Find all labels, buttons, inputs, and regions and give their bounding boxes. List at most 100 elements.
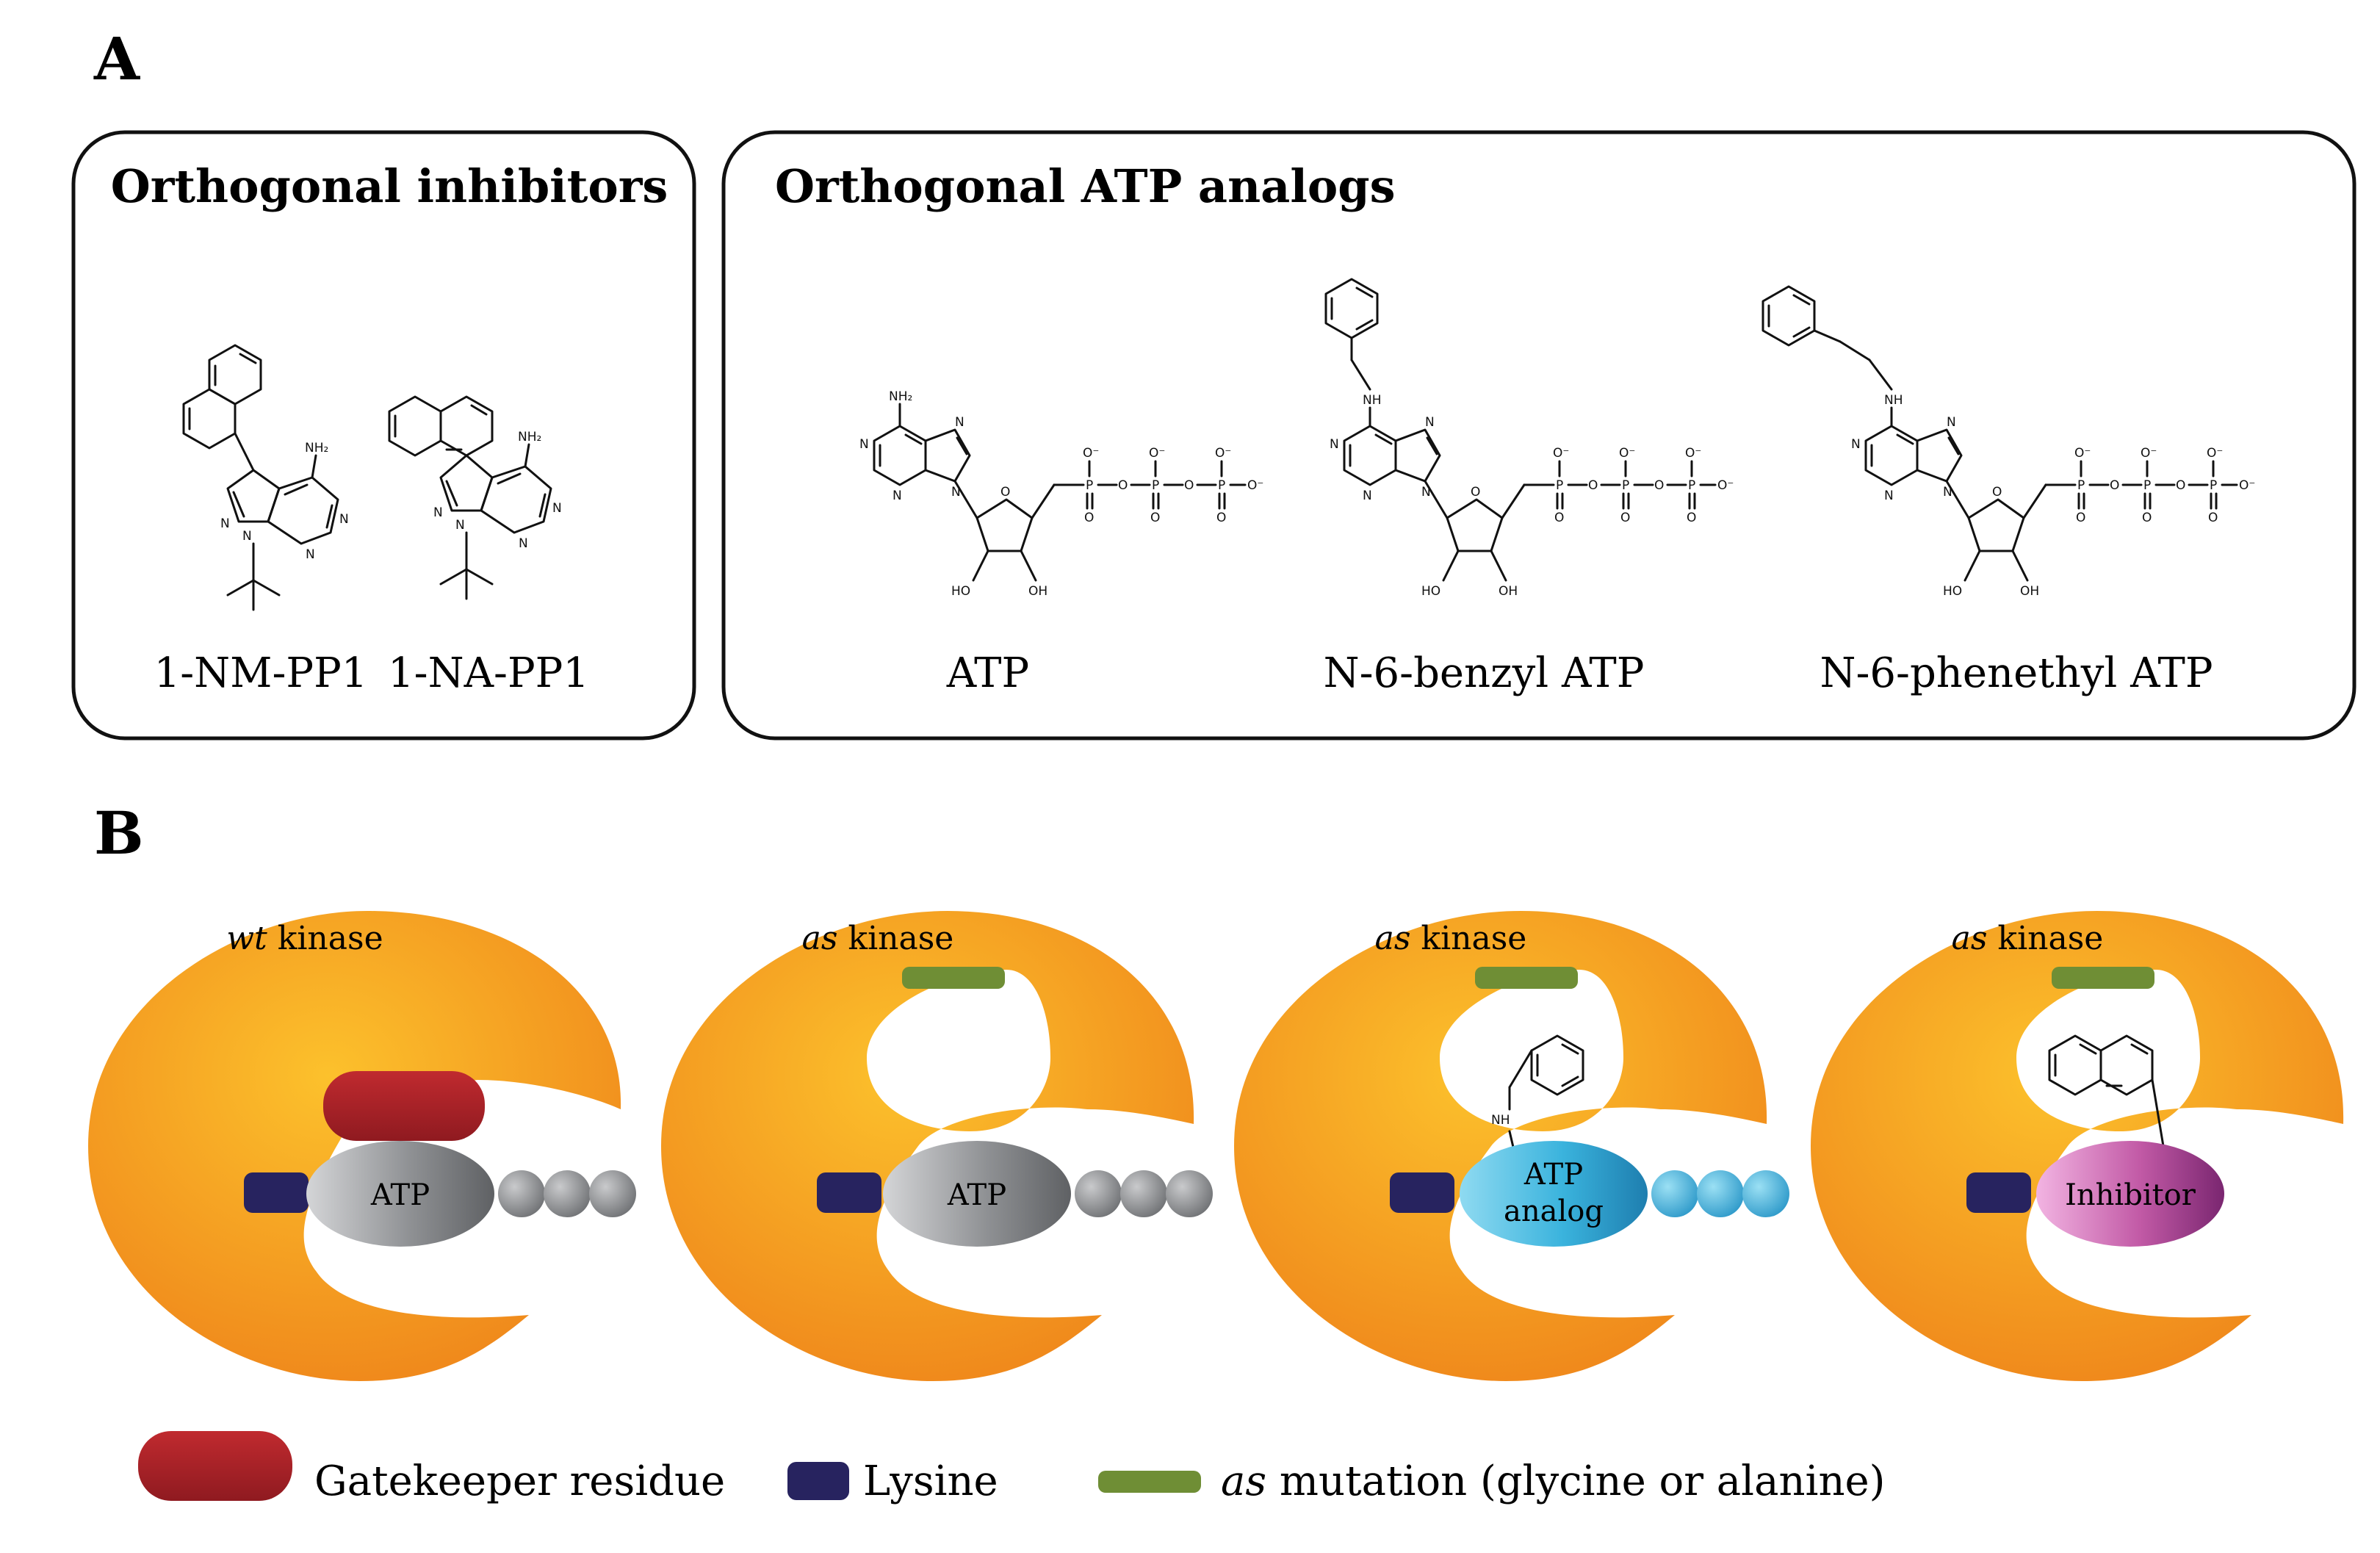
atom-p: P <box>2210 478 2217 493</box>
kinase-body <box>88 911 621 1381</box>
atom-ho: HO <box>1943 584 1962 599</box>
compound-label-n6-benzyl-atp: N-6-benzyl ATP <box>1324 649 1645 697</box>
kinase-body <box>1234 911 1767 1381</box>
structure-n6-phenethyl-atp: NH N N N N O HO OH P O P O P O⁻ O⁻ <box>1761 285 2255 599</box>
panel-label-b: B <box>94 799 144 868</box>
lysine <box>244 1172 309 1213</box>
atom-p: P <box>1086 478 1093 493</box>
kinase-body <box>661 911 1194 1381</box>
phosphate-bead <box>1075 1170 1122 1217</box>
phosphate-bead <box>1697 1170 1744 1217</box>
naphthyl-group <box>2048 1034 2165 1147</box>
atp-label: ATP <box>370 1178 430 1212</box>
atom-o: O <box>1554 511 1564 525</box>
analogs-box <box>721 130 2356 741</box>
atom-ho: HO <box>951 584 970 599</box>
atom-n: N <box>242 529 252 544</box>
atom-p: P <box>1622 478 1629 493</box>
phosphate-bead <box>1166 1170 1213 1217</box>
atom-n: N <box>1851 437 1861 452</box>
atom-o: O <box>2142 511 2152 525</box>
kinase-title: as kinase <box>1375 920 1527 957</box>
atom-nh: NH <box>1491 1113 1510 1128</box>
legend-mutation-swatch <box>1098 1471 1201 1493</box>
atom-o-minus: O⁻ <box>2239 478 2255 493</box>
lysine <box>817 1172 881 1213</box>
atom-o: O <box>1184 478 1194 493</box>
phosphate-bead <box>498 1170 545 1217</box>
kinase-title: as kinase <box>1952 920 2104 957</box>
atom-o: O <box>1216 511 1226 525</box>
atom-nh: NH <box>1363 393 1382 408</box>
atom-o: O <box>1471 485 1480 500</box>
atom-o: O <box>1654 478 1664 493</box>
panel-label-a: A <box>93 24 140 93</box>
atom-nh2: NH₂ <box>889 389 912 404</box>
legend-lysine-swatch <box>787 1462 849 1500</box>
inhibitors-box <box>71 130 696 741</box>
kinase-as-analog: as kinase NH ATP analog <box>1234 911 1789 1381</box>
lysine <box>1390 1172 1454 1213</box>
legend-gatekeeper-label: Gatekeeper residue <box>314 1457 725 1505</box>
atp-label: ATP <box>947 1178 1006 1212</box>
analog-ellipse <box>1460 1141 1648 1247</box>
atom-n: N <box>955 415 964 430</box>
atom-o-minus: O⁻ <box>2074 446 2091 461</box>
atom-o: O <box>2208 511 2218 525</box>
atom-p: P <box>2077 478 2085 493</box>
phosphate-bead <box>1651 1170 1698 1217</box>
atom-p: P <box>1152 478 1159 493</box>
atom-o: O <box>1588 478 1598 493</box>
atom-o-minus: O⁻ <box>2207 446 2223 461</box>
atp-ellipse <box>306 1141 494 1247</box>
atom-n: N <box>1947 415 1956 430</box>
atom-n: N <box>892 489 902 503</box>
atom-n: N <box>1330 437 1339 452</box>
kinase-wt: wt kinase ATP <box>88 911 636 1381</box>
atom-o: O <box>1687 511 1696 525</box>
kinase-as-inhibitor: as kinase Inhibitor <box>1811 911 2344 1381</box>
compound-label-1-nm-pp1: 1-NM-PP1 <box>154 649 368 697</box>
atom-oh: OH <box>1028 584 1047 599</box>
lysine <box>1966 1172 2031 1213</box>
atom-n: N <box>455 518 465 533</box>
atom-o: O <box>1992 485 2002 500</box>
atom-n: N <box>306 547 315 562</box>
structure-atp: NH₂ N N N N O HO OH P O P O P O⁻ O⁻ O O⁻ <box>859 389 1263 599</box>
atom-nh2: NH₂ <box>518 430 541 444</box>
legend-gatekeeper-swatch <box>138 1431 292 1501</box>
compound-label-atp: ATP <box>946 649 1029 697</box>
atom-n: N <box>433 505 443 520</box>
atom-p: P <box>1688 478 1695 493</box>
atom-nh2: NH₂ <box>305 441 328 455</box>
atom-oh: OH <box>2020 584 2039 599</box>
atom-o: O <box>2176 478 2185 493</box>
atom-o: O <box>1000 485 1010 500</box>
as-mutation <box>2052 967 2154 989</box>
atom-n: N <box>1363 489 1372 503</box>
atom-n: N <box>1425 415 1435 430</box>
phosphate-bead <box>1742 1170 1789 1217</box>
atom-n: N <box>519 536 528 551</box>
atom-o-minus: O⁻ <box>2141 446 2157 461</box>
as-mutation <box>1475 967 1578 989</box>
atom-p: P <box>1218 478 1225 493</box>
structure-n6-benzyl-atp: NH N N N N O HO OH P O P O P O⁻ O⁻ O <box>1324 278 1734 599</box>
atom-n: N <box>220 516 230 531</box>
inhibitor-label: Inhibitor <box>2065 1178 2196 1212</box>
atom-o-minus: O⁻ <box>1685 446 1701 461</box>
atom-o-minus: O⁻ <box>1619 446 1635 461</box>
atom-oh: OH <box>1499 584 1518 599</box>
atom-o-minus: O⁻ <box>1083 446 1099 461</box>
atom-p: P <box>1556 478 1563 493</box>
structure-1-nm-pp1: NH₂ N N N N <box>182 344 349 611</box>
legend: Gatekeeper residue Lysine as mutation (g… <box>138 1431 1886 1505</box>
legend-mutation-label: as mutation (glycine or alanine) <box>1221 1457 1886 1505</box>
atom-ho: HO <box>1421 584 1440 599</box>
atom-o: O <box>2076 511 2085 525</box>
phosphate-bead <box>1120 1170 1167 1217</box>
atom-p: P <box>2143 478 2151 493</box>
compound-label-n6-phenethyl-atp: N-6-phenethyl ATP <box>1820 649 2213 697</box>
kinase-body <box>1811 911 2344 1381</box>
atom-n: N <box>1884 489 1894 503</box>
